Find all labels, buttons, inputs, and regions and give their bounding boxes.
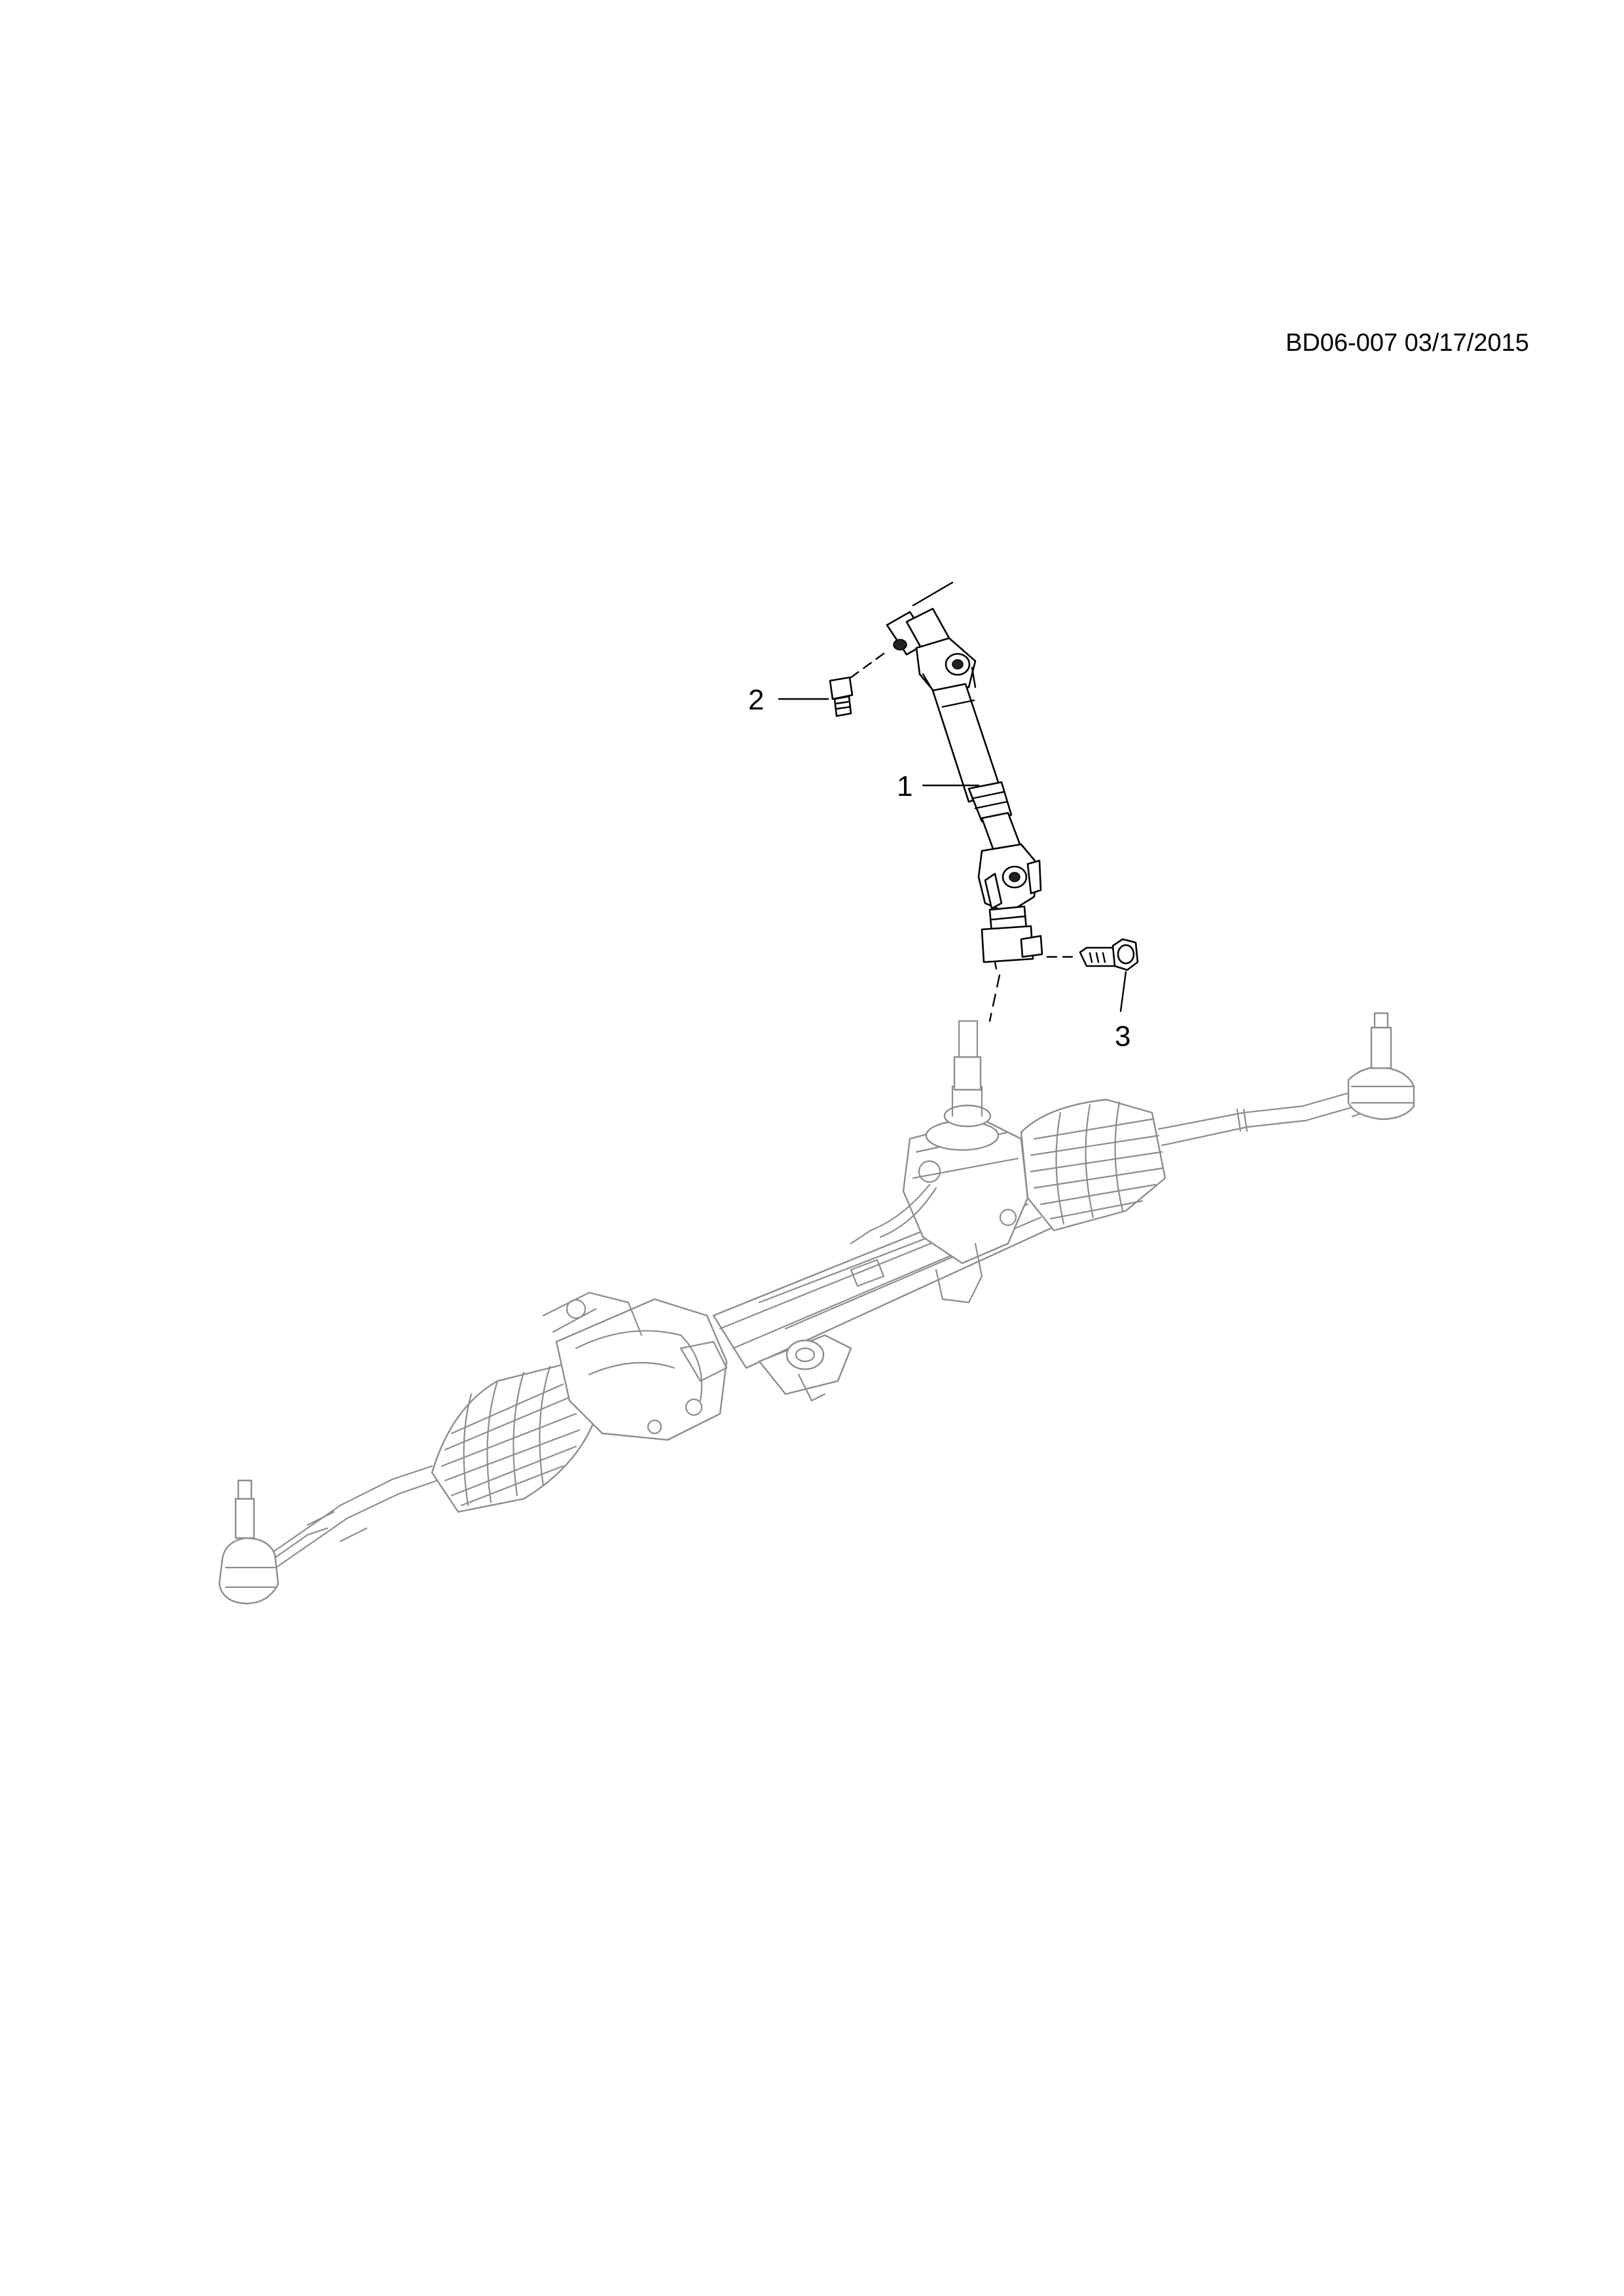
reference-code: BD06-007 03/17/2015 [1286, 329, 1529, 357]
callout-1: 1 [897, 770, 912, 802]
callout-2: 2 [748, 684, 764, 716]
intermediate-shaft [886, 581, 1043, 970]
steering-gear-housing [218, 1012, 1415, 1605]
upper-bolt [829, 676, 854, 717]
lower-bolt [1079, 938, 1139, 971]
callout-3: 3 [1115, 1020, 1130, 1052]
leader-lines [778, 650, 1127, 1022]
